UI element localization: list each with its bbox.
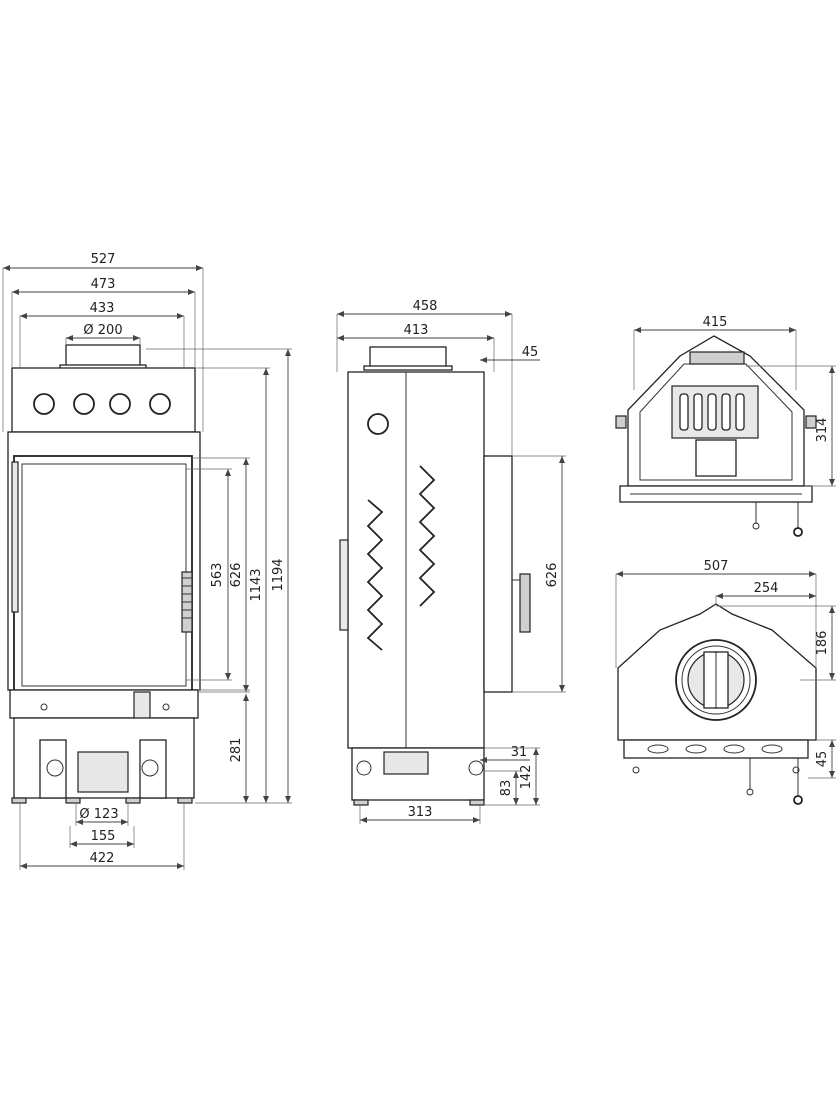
dimension-label-254: 254 — [754, 581, 779, 596]
dimension-label-422: 422 — [90, 851, 115, 866]
dimension-254: 254 — [715, 581, 816, 604]
dimension-label-83: 83 — [499, 780, 514, 797]
dimension-281: 281 — [198, 689, 250, 803]
dimension-label-air-inlet: Ø 123 — [79, 807, 118, 822]
dimension-458: 458 — [336, 299, 513, 456]
dimension-label-626-side: 626 — [545, 563, 560, 588]
door-hinge — [11, 461, 19, 613]
side-view: 458 413 45 626 31 142 — [336, 299, 566, 824]
dimension-label-473: 473 — [91, 277, 116, 292]
side-body — [347, 371, 485, 749]
air-outlet-holes — [33, 393, 171, 415]
dimension-45-side: 45 — [480, 345, 540, 363]
dimension-flue-diameter: Ø 200 — [65, 323, 141, 345]
dimension-label-45-plan: 45 — [815, 751, 830, 768]
dimension-83: 83 — [484, 770, 520, 805]
front-view: 527 473 433 Ø 200 563 — [2, 252, 292, 870]
flue-collar — [59, 344, 147, 370]
dimension-label-563: 563 — [210, 563, 225, 588]
dimension-527: 527 — [2, 252, 204, 432]
flue-ring-outer — [675, 639, 757, 721]
plan-air-openings — [647, 744, 783, 754]
dimension-31: 31 — [480, 745, 530, 763]
dimension-label-155: 155 — [91, 829, 116, 844]
dimension-626-side: 626 — [512, 455, 566, 693]
plan-view: 507 254 186 45 — [615, 559, 836, 805]
dimension-label-186: 186 — [815, 631, 830, 656]
dimension-142: 142 — [484, 747, 540, 806]
dimension-label-433: 433 — [90, 301, 115, 316]
dimension-label-458: 458 — [413, 299, 438, 314]
convection-fins-right — [418, 465, 436, 607]
front-body — [7, 431, 201, 691]
top-section-view: 415 314 — [615, 315, 836, 537]
grate-slots — [679, 393, 745, 431]
dimension-air-inlet: Ø 123 — [75, 803, 129, 826]
dimension-1143: 1143 — [195, 367, 270, 804]
dimension-label-31: 31 — [511, 745, 528, 760]
dimension-563: 563 — [186, 468, 232, 681]
dimension-label-1194: 1194 — [271, 558, 286, 591]
dimension-45-plan: 45 — [808, 739, 836, 779]
dimension-label-314: 314 — [815, 418, 830, 443]
dimension-label-142: 142 — [519, 765, 534, 790]
side-flue-collar — [363, 346, 453, 371]
dimension-label-flue: Ø 200 — [83, 323, 122, 338]
dimension-label-626-front: 626 — [229, 563, 244, 588]
dimension-label-415: 415 — [703, 315, 728, 330]
front-base — [11, 717, 195, 804]
dimension-label-413: 413 — [404, 323, 429, 338]
dimension-313: 313 — [359, 805, 481, 824]
dimension-label-313: 313 — [408, 805, 433, 820]
dimension-label-281: 281 — [229, 738, 244, 763]
side-door — [483, 455, 513, 693]
dimension-413: 413 — [337, 323, 495, 372]
side-handle — [519, 573, 531, 633]
dimension-433: 433 — [19, 301, 185, 368]
dimension-415: 415 — [633, 315, 797, 390]
dimension-155: 155 — [69, 826, 135, 848]
ash-pan — [9, 689, 199, 719]
dimension-507: 507 — [615, 559, 817, 668]
dimension-186: 186 — [716, 605, 836, 681]
door-handle — [181, 571, 193, 633]
dimension-422: 422 — [19, 803, 185, 870]
dimension-473: 473 — [11, 277, 196, 368]
dimension-label-45-side: 45 — [522, 345, 539, 360]
dimension-label-507: 507 — [704, 559, 729, 574]
top-convection-box — [11, 367, 196, 433]
dimension-label-527: 527 — [91, 252, 116, 267]
dimension-314: 314 — [746, 365, 836, 487]
dimension-label-1143: 1143 — [249, 568, 264, 601]
side-flue-pipe — [367, 413, 389, 435]
dimension-1194: 1194 — [146, 348, 292, 804]
dimension-626: 626 — [192, 457, 250, 693]
convection-fins-left — [366, 499, 384, 651]
